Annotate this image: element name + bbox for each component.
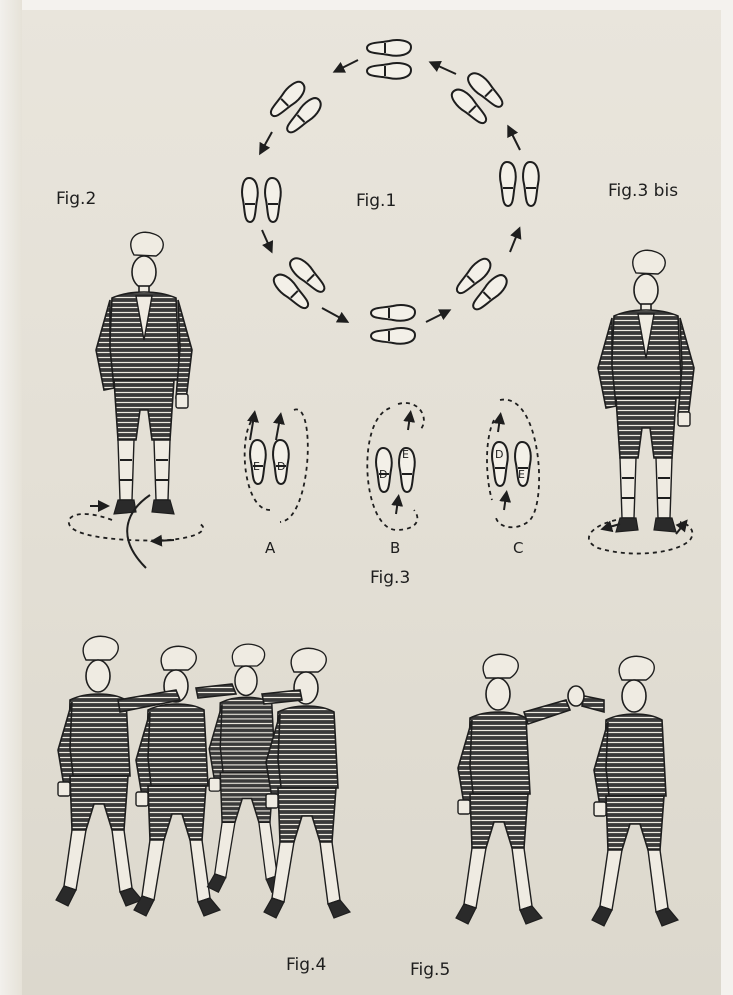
fig5-dancer-1 [456,654,542,924]
fig3-step-patterns: E D A D E B D E C [245,400,539,588]
fig4-linked-arms [118,684,302,712]
footprint-pair [452,255,510,313]
fig3-b-letter: B [390,539,400,557]
fig3bis-label: Fig.3 bis [608,181,678,201]
fig3-c-letter: C [513,539,523,557]
footprint-pair [371,305,415,344]
fig2-step-path [69,495,203,568]
fig3-step-b: D E B [367,403,424,557]
fig3-c-right: E [518,468,525,481]
fig3-a-left: E [253,460,260,473]
fig4-dancer-1 [56,636,142,906]
footprint-pair [367,40,411,79]
fig3-step-a: E D A [245,409,308,557]
fig2-dancer [96,232,192,514]
fig4-dancer-4 [264,648,350,918]
fig2-figure: Fig.2 [56,189,203,568]
fig5-dancer-2 [592,656,678,926]
footprint-pair [448,69,506,127]
fig3bis-figure: Fig.3 bis [589,181,694,554]
fig5-label: Fig.5 [410,960,450,980]
footprint-pair [266,78,324,136]
footprint-pair [270,254,328,312]
fig1-label: Fig.1 [356,191,396,211]
fig3-b-left: D [379,468,387,481]
fig3-a-letter: A [265,539,276,557]
fig3bis-step-path [589,520,693,554]
fig5-figure: Fig.5 [410,654,678,980]
fig3-label: Fig.3 [370,568,410,588]
fig4-figure: Fig.4 [56,636,350,975]
footprint-pair [242,178,281,222]
fig1-footprint-circle: Fig.1 [242,40,539,344]
fig3-c-left: D [495,448,503,461]
footprint-pair [500,162,539,206]
fig2-label: Fig.2 [56,189,96,209]
fig3-a-right: D [277,460,285,473]
fig5-joined-hands [524,686,604,724]
fig3-step-c: D E C [487,400,539,557]
fig4-label: Fig.4 [286,955,326,975]
fig3-b-right: E [402,448,409,461]
fig3bis-dancer [598,250,694,532]
